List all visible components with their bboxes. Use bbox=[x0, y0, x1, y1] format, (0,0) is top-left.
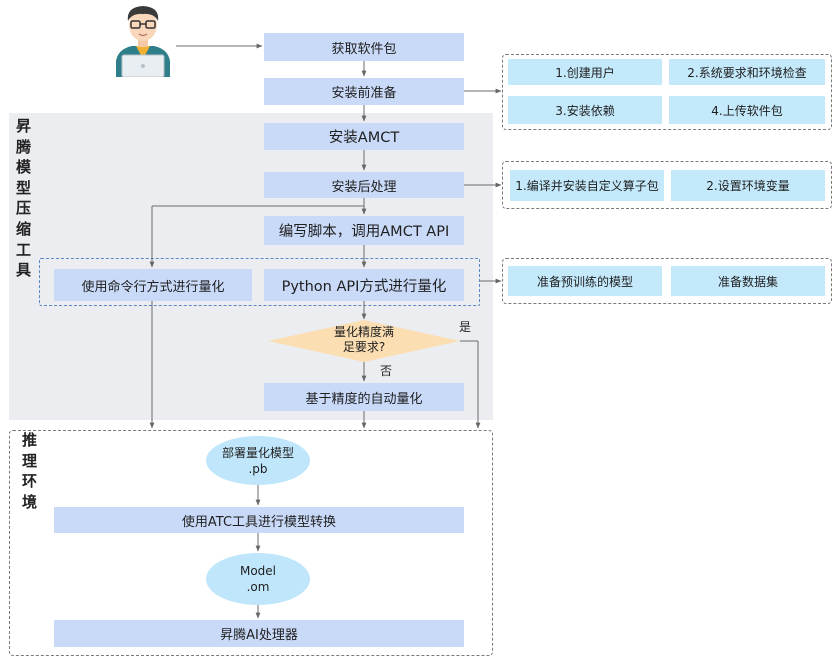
step-atc-convert: 使用ATC工具进行模型转换 bbox=[54, 507, 464, 533]
decision-text: 量化精度满 足要求? bbox=[314, 325, 414, 355]
step-ascend-ai: 昇腾AI处理器 bbox=[54, 620, 464, 647]
developer-person-icon bbox=[116, 6, 170, 77]
step-cmd-quant: 使用命令行方式进行量化 bbox=[54, 269, 252, 301]
deploy-model-line2: .pb bbox=[248, 461, 268, 476]
step-python-quant: Python API方式进行量化 bbox=[264, 269, 464, 301]
ascend-tool-region bbox=[9, 113, 493, 420]
decision-line1: 量化精度满 bbox=[333, 325, 394, 339]
prep-detail-create-user: 1.创建用户 bbox=[508, 59, 662, 85]
step-install-amct: 安装AMCT bbox=[264, 123, 464, 150]
prep-detail-upload-package: 4.上传软件包 bbox=[669, 96, 825, 124]
deploy-model-line1: 部署量化模型 bbox=[221, 445, 294, 460]
decision-diamond bbox=[268, 320, 460, 362]
model-om-line1: Model bbox=[239, 564, 277, 578]
step-get-package: 获取软件包 bbox=[264, 33, 464, 61]
model-om-ellipse: Model .om bbox=[206, 553, 310, 605]
inference-label: 推理环境 bbox=[22, 431, 38, 511]
step-prepare-install: 安装前准备 bbox=[264, 78, 464, 105]
model-om-line2: .om bbox=[246, 580, 270, 594]
quant-detail-pretrained-model: 准备预训练的模型 bbox=[508, 266, 662, 296]
step-auto-quant: 基于精度的自动量化 bbox=[264, 383, 464, 411]
quant-details-group bbox=[502, 258, 832, 304]
post-detail-custom-op: 1.编译并安装自定义算子包 bbox=[510, 170, 664, 201]
prep-detail-env-check: 2.系统要求和环境检查 bbox=[669, 59, 825, 85]
deploy-model-ellipse: 部署量化模型 .pb bbox=[206, 436, 310, 485]
no-label: 否 bbox=[380, 364, 393, 378]
prep-detail-install-deps: 3.安装依赖 bbox=[508, 96, 662, 124]
ascend-tool-label: 昇腾模型压缩工具 bbox=[16, 117, 32, 280]
quant-detail-dataset: 准备数据集 bbox=[671, 266, 825, 296]
prep-details-group bbox=[502, 54, 832, 130]
post-detail-env-vars: 2.设置环境变量 bbox=[671, 170, 825, 201]
step-post-install: 安装后处理 bbox=[264, 172, 464, 198]
quant-methods-group bbox=[39, 258, 480, 306]
decision-line2: 足要求? bbox=[342, 340, 386, 354]
inference-region bbox=[9, 430, 493, 656]
yes-label: 是 bbox=[459, 320, 472, 334]
post-details-group bbox=[502, 161, 832, 209]
step-write-script: 编写脚本，调用AMCT API bbox=[264, 216, 464, 245]
